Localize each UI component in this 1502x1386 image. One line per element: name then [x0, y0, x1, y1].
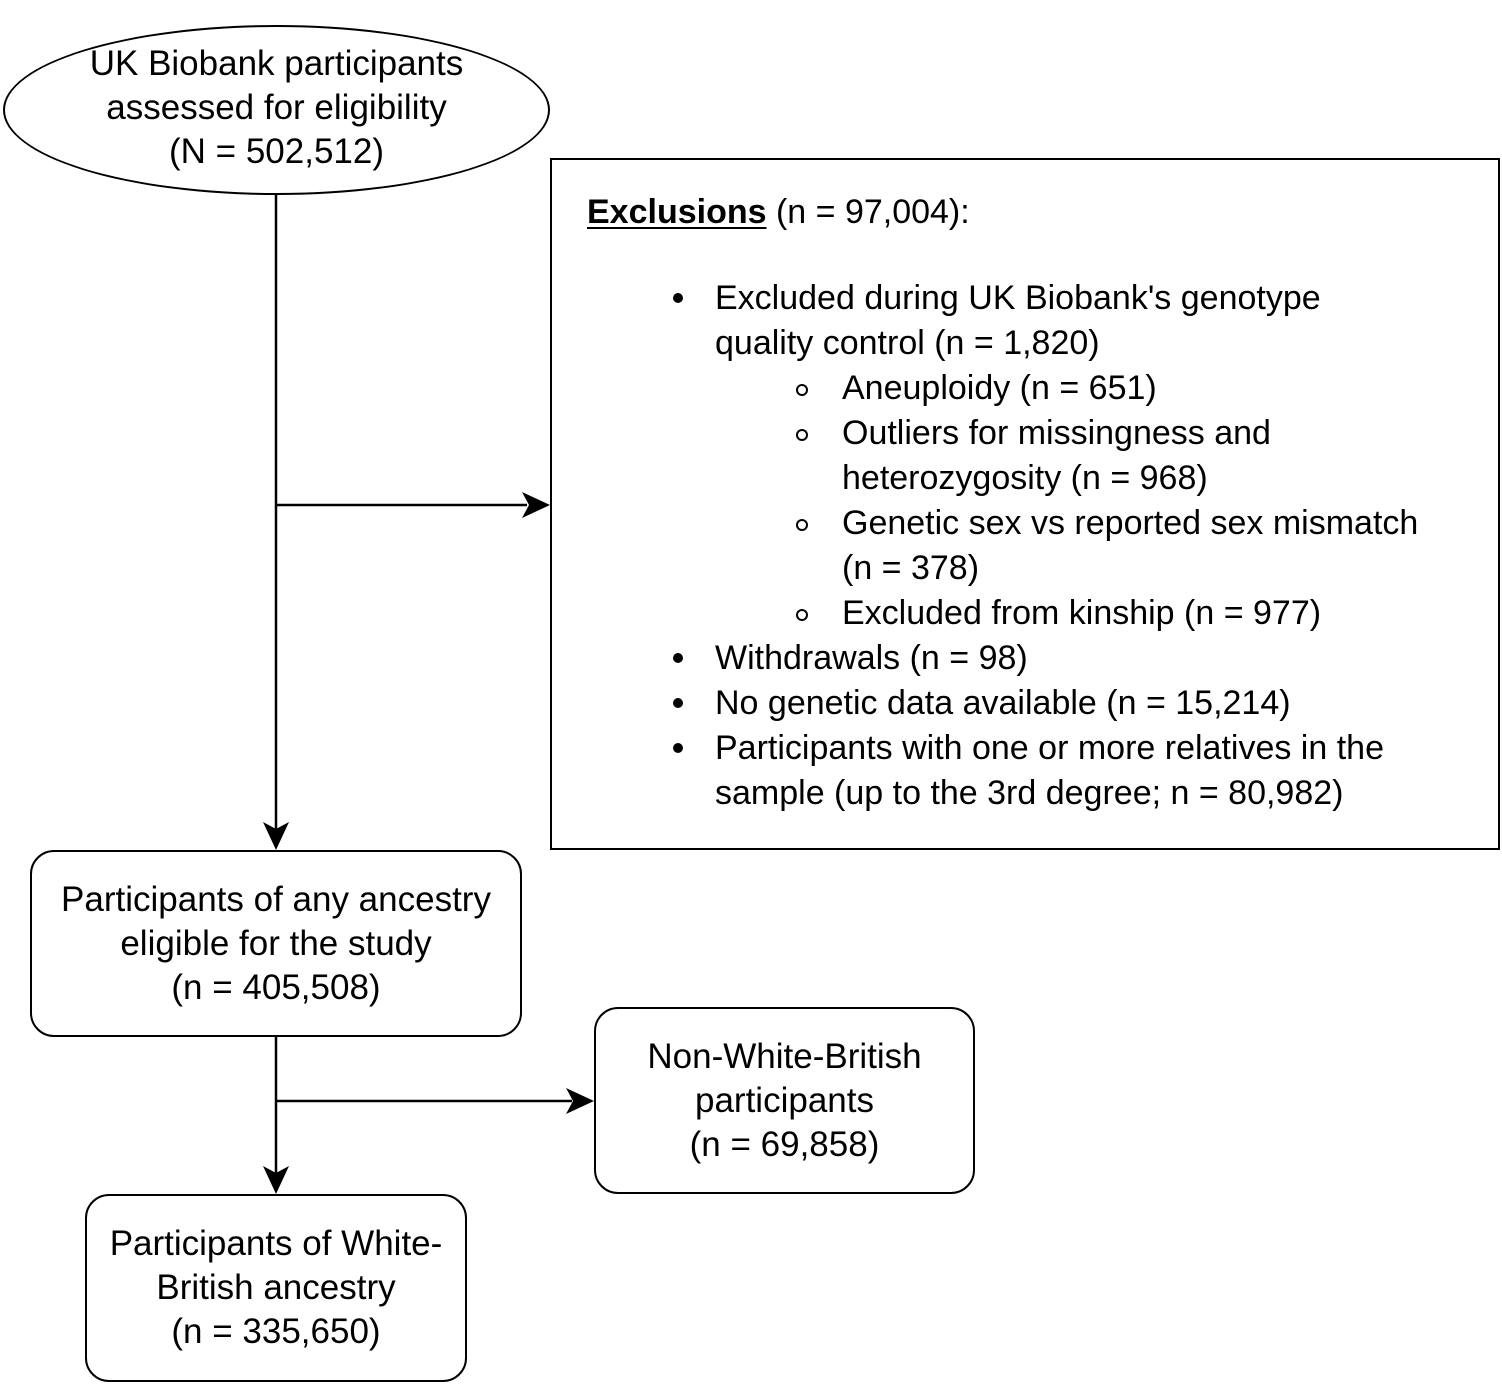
exclusions-list: Excluded during UK Biobank's genotype qua… — [552, 276, 1498, 816]
bullet-circle-icon — [796, 384, 808, 396]
exclusion-item-text: Genetic sex vs reported sex mismatch — [842, 504, 1419, 542]
exclusion-item-text: heterozygosity (n = 968) — [842, 459, 1208, 497]
exclusion-item: Withdrawals (n = 98) — [552, 636, 1498, 681]
exclusion-item-text: Aneuploidy (n = 651) — [842, 369, 1157, 407]
bullet-dot-icon — [673, 743, 683, 753]
white-british-node: Participants of White- British ancestry … — [85, 1194, 467, 1382]
exclusion-item-text: quality control (n = 1,820) — [715, 324, 1100, 362]
exclusion-item-text: sample (up to the 3rd degree; n = 80,982… — [715, 774, 1344, 812]
bullet-dot-icon — [673, 653, 683, 663]
non-white-british-line: Non-White-British — [647, 1036, 922, 1076]
exclusion-item: Excluded during UK Biobank's genotype qua… — [552, 276, 1498, 366]
exclusions-heading-count: (n = 97,004): — [766, 193, 970, 231]
non-white-british-node: Non-White-British participants (n = 69,8… — [594, 1007, 975, 1194]
exclusion-item-text: Participants with one or more relatives … — [715, 729, 1384, 767]
eligible-node: Participants of any ancestry eligible fo… — [30, 850, 522, 1037]
start-line: UK Biobank participants — [89, 44, 464, 83]
bullet-circle-icon — [796, 519, 808, 531]
non-white-british-line: (n = 69,858) — [689, 1124, 880, 1164]
exclusion-item-text: Excluded from kinship (n = 977) — [842, 594, 1322, 632]
bullet-dot-icon — [673, 698, 683, 708]
exclusion-item-text: Excluded during UK Biobank's genotype — [715, 279, 1321, 317]
eligible-line: eligible for the study — [120, 923, 432, 963]
non-white-british-line: participants — [695, 1080, 874, 1120]
bullet-dot-icon — [673, 293, 683, 303]
exclusion-item-text: Withdrawals (n = 98) — [715, 639, 1028, 677]
bullet-circle-icon — [796, 429, 808, 441]
start-line: assessed for eligibility — [106, 88, 447, 127]
exclusion-subitem: Excluded from kinship (n = 977) — [552, 591, 1498, 636]
arrowhead-white-british — [263, 1166, 289, 1194]
eligible-line: Participants of any ancestry — [61, 879, 491, 919]
exclusions-heading-label: Exclusions — [587, 193, 767, 231]
white-british-line: Participants of White- — [109, 1224, 443, 1263]
white-british-line: (n = 335,650) — [171, 1312, 381, 1351]
exclusion-item: Participants with one or more relatives … — [552, 726, 1498, 816]
exclusion-subitem: Outliers for missingness and heterozygosi… — [552, 411, 1498, 501]
eligible-line: (n = 405,508) — [171, 967, 381, 1007]
start-line: (N = 502,512) — [169, 132, 384, 171]
white-british-line: British ancestry — [156, 1268, 396, 1307]
exclusion-subitem: Aneuploidy (n = 651) — [552, 366, 1498, 411]
arrowhead-non-white-british — [566, 1088, 594, 1114]
exclusions-box: Exclusions (n = 97,004): Excluded during… — [550, 158, 1500, 850]
exclusion-item-text: (n = 378) — [842, 549, 980, 587]
start-node-assessed: UK Biobank participants assessed for eli… — [3, 25, 550, 195]
bullet-circle-icon — [796, 609, 808, 621]
arrowhead-eligible — [263, 822, 289, 850]
exclusion-item: No genetic data available (n = 15,214) — [552, 681, 1498, 726]
exclusion-item-text: Outliers for missingness and — [842, 414, 1271, 452]
exclusions-heading: Exclusions (n = 97,004): — [587, 190, 970, 235]
exclusion-subitem: Genetic sex vs reported sex mismatch (n =… — [552, 501, 1498, 591]
exclusion-item-text: No genetic data available (n = 15,214) — [715, 684, 1291, 722]
arrowhead-exclusions — [522, 492, 550, 518]
